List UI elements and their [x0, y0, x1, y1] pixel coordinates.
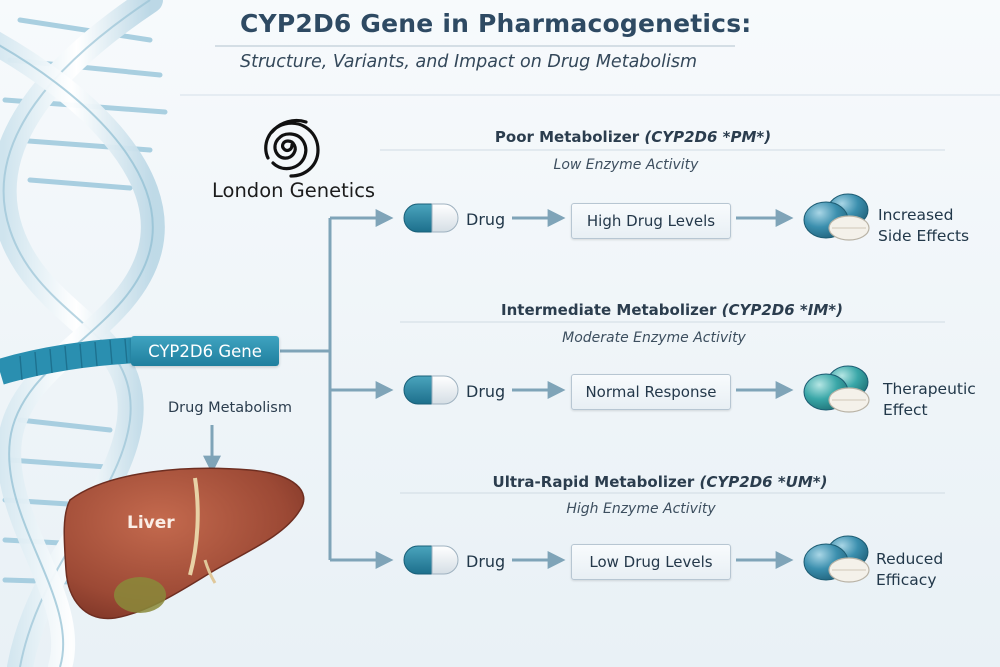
outcome-line: Reduced — [876, 550, 944, 568]
spiral-logo-icon — [264, 118, 320, 178]
pathway-label: Drug Metabolism — [168, 400, 292, 416]
effect-box-im: Normal Response — [571, 374, 731, 410]
brand-name: London Genetics — [212, 179, 376, 202]
phenotype-allele: (CYP2D6 *PM*) — [644, 128, 772, 146]
outcome-line: Increased — [878, 206, 954, 224]
phenotype-title-pm: Poor Metabolizer (CYP2D6 *PM*) — [495, 128, 771, 146]
phenotype-name: Ultra-Rapid Metabolizer — [492, 473, 695, 491]
drug-label-pm: Drug — [466, 210, 506, 229]
outcome-pm: Increased Side Effects — [878, 205, 969, 247]
phenotype-title-im: Intermediate Metabolizer (CYP2D6 *IM*) — [501, 301, 843, 319]
page-subtitle: Structure, Variants, and Impact on Drug … — [240, 52, 697, 72]
liver-illustration — [63, 467, 305, 620]
organ-label: Liver — [127, 513, 175, 533]
enzyme-activity-um: High Enzyme Activity — [566, 501, 716, 517]
outcome-line: Side Effects — [878, 227, 970, 245]
drug-label-im: Drug — [466, 382, 506, 401]
enzyme-activity-im: Moderate Enzyme Activity — [562, 330, 746, 346]
phenotype-name: Poor Metabolizer — [494, 128, 640, 146]
gene-label: CYP2D6 Gene — [131, 336, 279, 366]
outcome-line: Therapeutic — [883, 380, 976, 398]
phenotype-allele: (CYP2D6 *IM*) — [721, 301, 843, 319]
capsule-icon-im — [403, 375, 459, 405]
drug-label-um: Drug — [466, 552, 506, 571]
page-title: CYP2D6 Gene in Pharmacogenetics: — [240, 9, 752, 38]
branch-connectors — [280, 209, 394, 569]
effect-box-um: Low Drug Levels — [571, 544, 731, 580]
pill-cluster-icon-pm — [803, 193, 870, 241]
phenotype-title-um: Ultra-Rapid Metabolizer (CYP2D6 *UM*) — [493, 473, 828, 491]
enzyme-activity-pm: Low Enzyme Activity — [553, 157, 699, 173]
pill-cluster-icon-um — [803, 535, 870, 583]
pill-cluster-icon-im — [803, 365, 870, 413]
outcome-line: Efficacy — [876, 571, 937, 589]
phenotype-allele: (CYP2D6 *UM*) — [699, 473, 828, 491]
phenotype-name: Intermediate Metabolizer — [501, 301, 717, 319]
outcome-um: Reduced Efficacy — [876, 549, 943, 591]
capsule-icon-um — [403, 545, 459, 575]
effect-box-pm: High Drug Levels — [571, 203, 731, 239]
outcome-im: Therapeutic Effect — [883, 379, 976, 421]
outcome-line: Effect — [883, 401, 928, 419]
capsule-icon-pm — [403, 203, 459, 233]
